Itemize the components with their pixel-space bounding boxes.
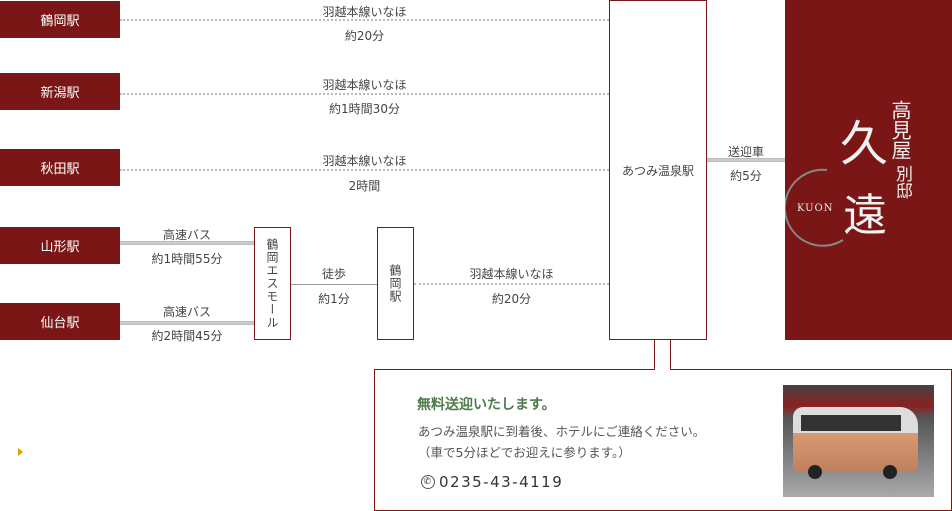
bus-line: [120, 241, 254, 245]
route-label: 羽越本線いなほ: [322, 5, 407, 19]
shuttle-time: 約5分: [730, 169, 762, 183]
route-line: [120, 93, 609, 95]
info-title: 無料送迎いたします。: [417, 397, 556, 413]
tsuruoka-station-box: 鶴岡駅: [377, 227, 414, 340]
route-line: [120, 169, 609, 171]
tsuruoka-s-mall-box: 鶴岡エスモール: [254, 227, 291, 340]
phone: ✆ 0235-43-4119: [421, 473, 563, 491]
svg-text:別邸: 別邸: [892, 165, 913, 199]
s-mall-label: 鶴岡エスモール: [265, 238, 279, 329]
phone-number: 0235-43-4119: [439, 473, 564, 491]
shuttle-line: [707, 158, 785, 162]
svg-text:高見屋: 高見屋: [888, 100, 912, 160]
svg-text:久: 久: [840, 116, 888, 172]
connector: [654, 340, 655, 370]
connector: [374, 369, 655, 370]
tsuruoka-label: 鶴岡駅: [388, 264, 402, 303]
station-tsuruoka: 鶴岡駅: [0, 1, 120, 38]
walk-label: 徒歩: [321, 267, 346, 281]
station-yamagata: 山形駅: [0, 227, 120, 264]
svg-text:遠: 遠: [843, 190, 887, 241]
info-line2: （車で5分ほどでお迎えに参ります。）: [418, 445, 631, 460]
walk-time: 約1分: [318, 292, 350, 306]
bus-line: [120, 321, 254, 325]
route-time: 約20分: [344, 29, 385, 43]
info-line1: あつみ温泉駅に到着後、ホテルにご連絡ください。: [418, 424, 706, 439]
route-line: [414, 283, 609, 285]
shuttle-label: 送迎車: [727, 145, 764, 159]
hotel-logo-panel: KUON 高見屋 別邸 久 遠: [783, 0, 952, 340]
shuttle-van-photo: [783, 385, 934, 497]
connector: [670, 369, 952, 370]
route-label: 羽越本線いなほ: [469, 267, 554, 281]
connector: [670, 340, 671, 370]
arrow-icon[interactable]: [18, 448, 23, 456]
route-label: 高速バス: [162, 228, 211, 242]
hotel-logo: KUON 高見屋 別邸 久 遠: [783, 100, 913, 247]
route-label: 高速バス: [162, 305, 211, 319]
walk-line: [291, 284, 377, 285]
station-sendai: 仙台駅: [0, 303, 120, 340]
route-time: 約1時間55分: [151, 252, 223, 266]
phone-icon: ✆: [421, 475, 435, 489]
route-label: 羽越本線いなほ: [322, 78, 407, 92]
route-time: 2時間: [348, 179, 381, 193]
svg-text:KUON: KUON: [797, 203, 834, 214]
route-label: 羽越本線いなほ: [322, 154, 407, 168]
route-time: 約20分: [491, 292, 532, 306]
atsumi-label: あつみ温泉駅: [621, 163, 694, 178]
route-time: 約2時間45分: [151, 329, 223, 343]
shuttle-info-box: 無料送迎いたします。 あつみ温泉駅に到着後、ホテルにご連絡ください。 （車で5分…: [374, 369, 952, 511]
route-line: [120, 19, 609, 21]
station-niigata: 新潟駅: [0, 73, 120, 110]
route-time: 約1時間30分: [329, 102, 400, 116]
atsumi-onsen-station-box: あつみ温泉駅: [609, 0, 707, 340]
station-akita: 秋田駅: [0, 149, 120, 186]
